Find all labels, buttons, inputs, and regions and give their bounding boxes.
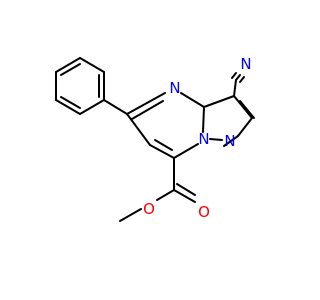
nitrile-nitrogen-label: N	[240, 55, 251, 73]
ester-group	[119, 157, 196, 222]
bridgehead-nitrogen-label: N	[198, 130, 209, 148]
phenyl-ring	[55, 57, 105, 115]
molecule-drawing: N N N N O O	[55, 55, 255, 222]
pyrazole-nitrogen-label: N	[224, 132, 235, 150]
pyrazole-ring	[203, 95, 255, 147]
ester-oxygen-label: O	[143, 200, 155, 218]
pyrimidine-ring	[126, 92, 205, 159]
phenyl-link-bond	[103, 99, 128, 115]
structure-diagram: N N N N O O	[55, 55, 255, 222]
nitrile-group	[231, 72, 245, 97]
pyrimidine-nitrogen-label: N	[169, 79, 180, 97]
carbonyl-oxygen-label: O	[198, 203, 210, 221]
